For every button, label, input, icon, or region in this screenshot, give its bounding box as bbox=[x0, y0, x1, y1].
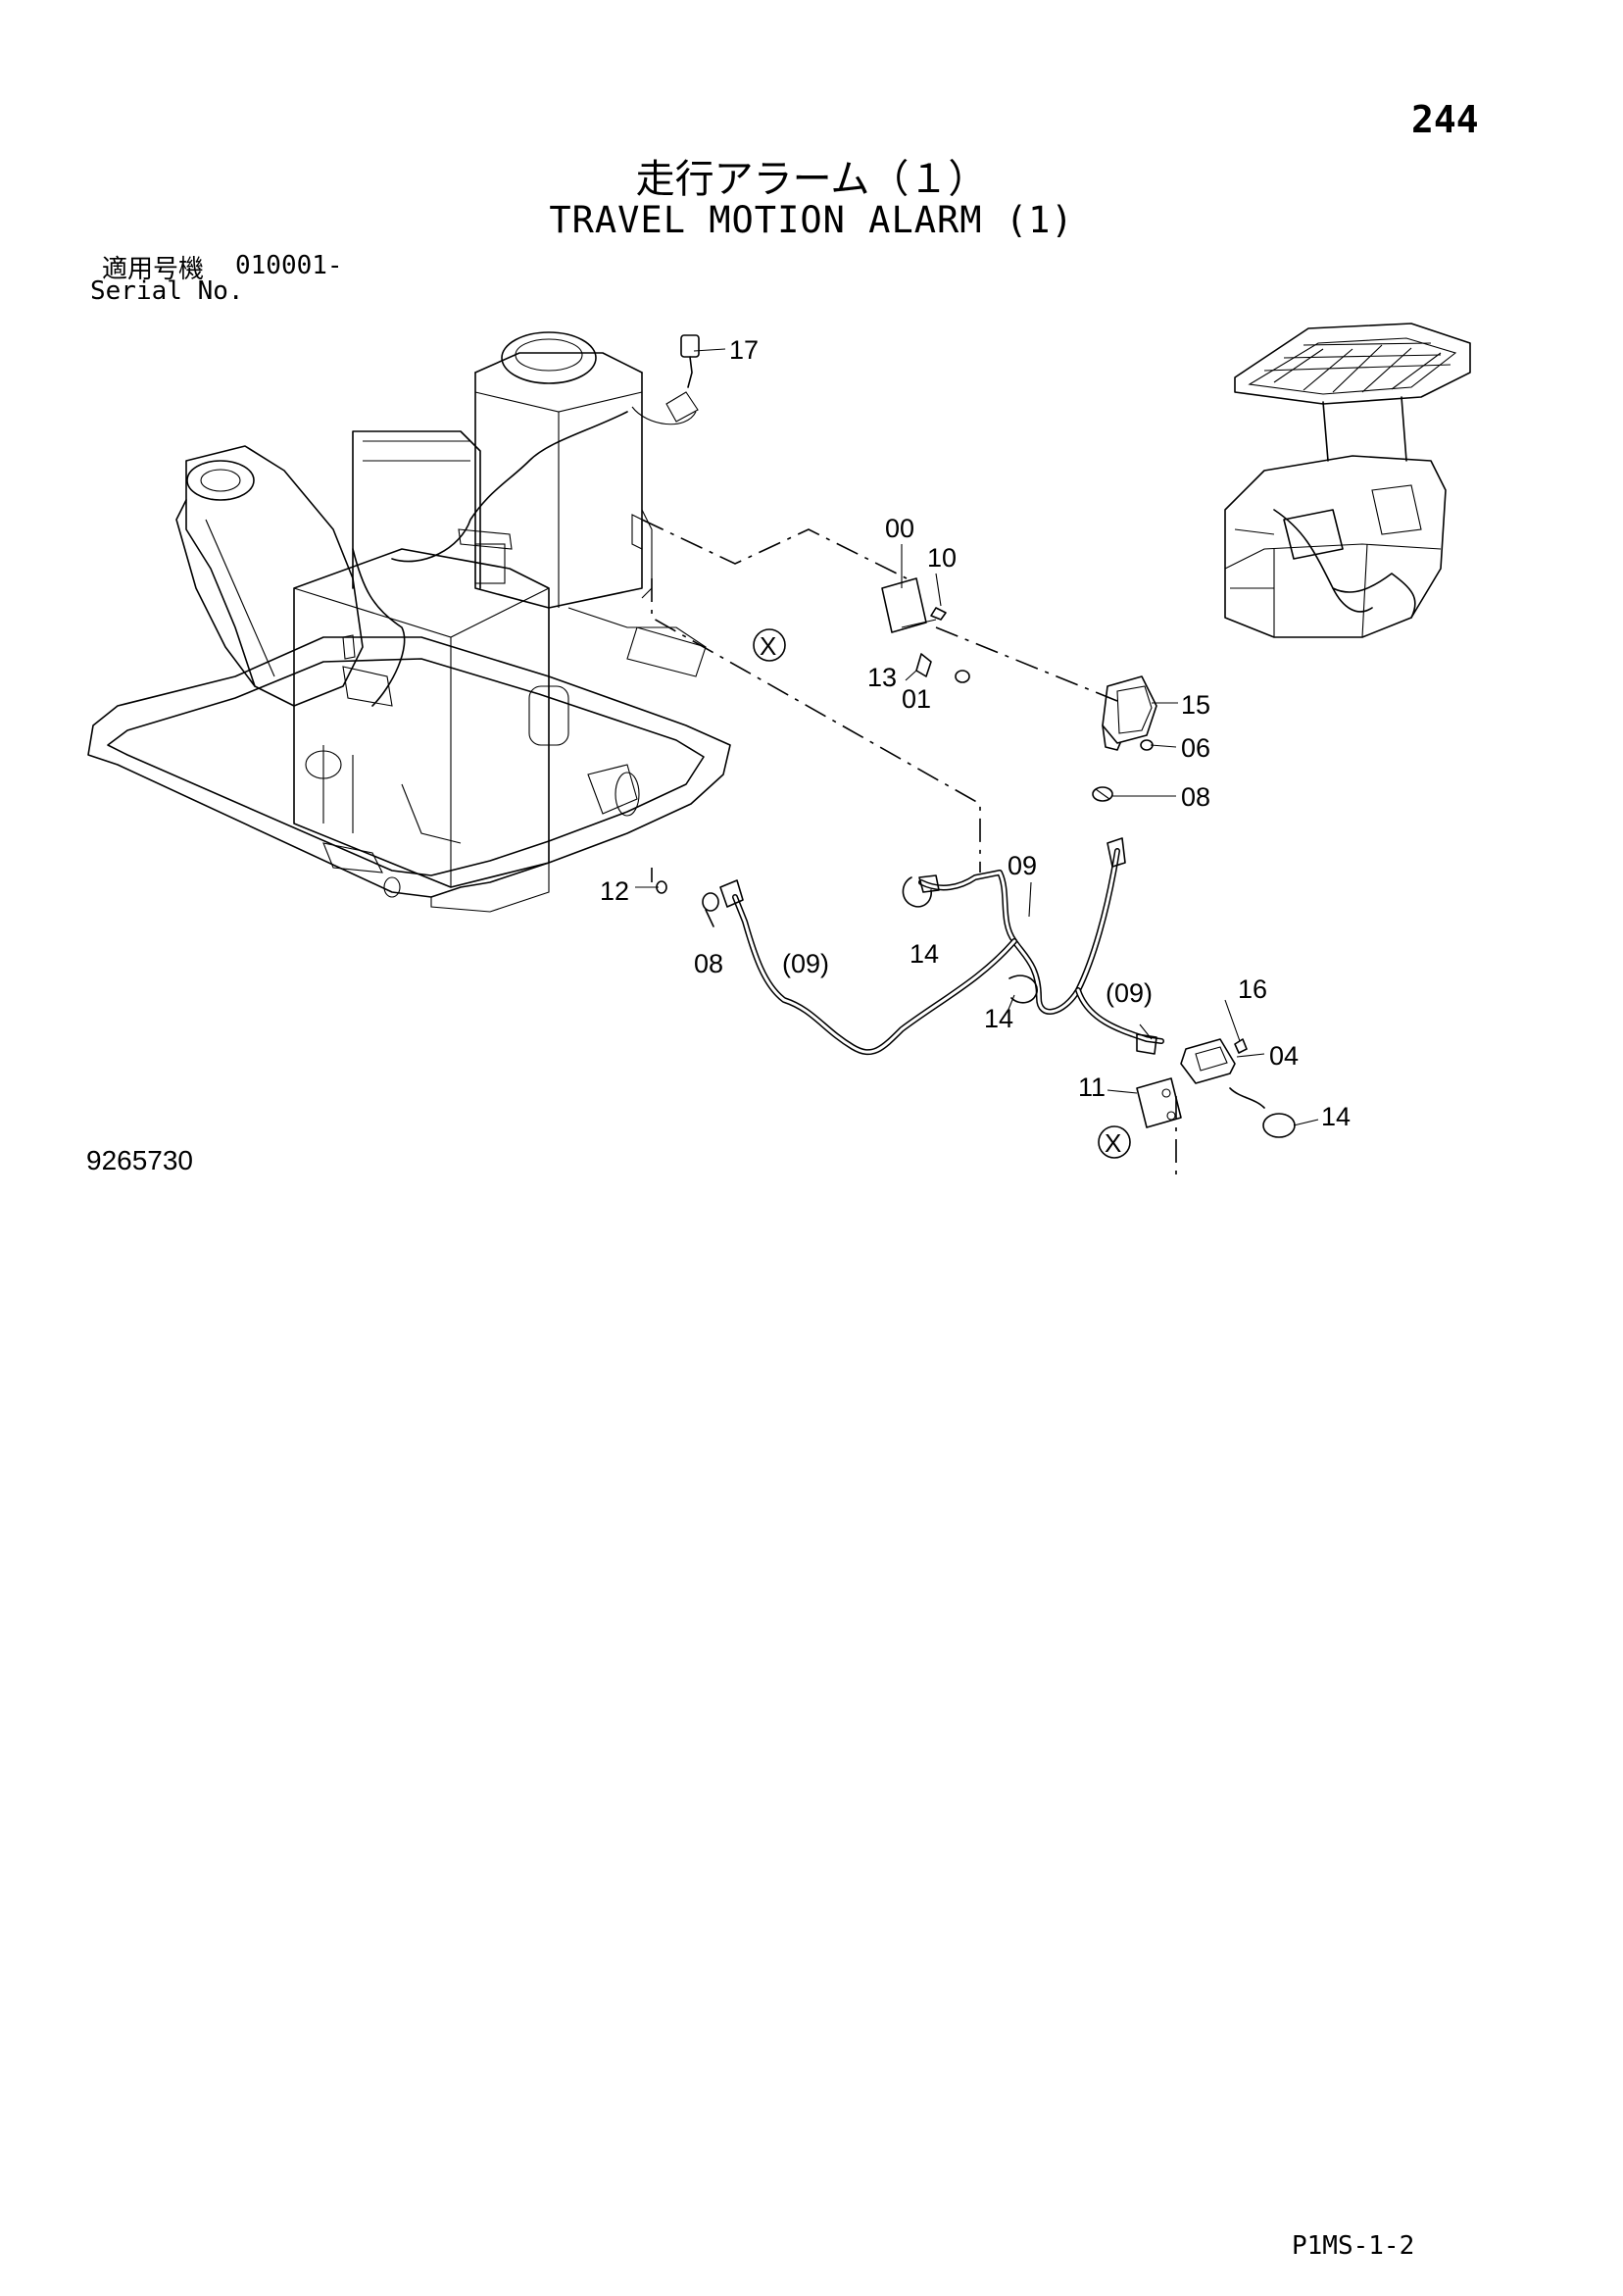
x-ref-label-bottom: X bbox=[1105, 1128, 1121, 1158]
drawing-number: 9265730 bbox=[86, 1145, 194, 1175]
callout-12: 12 bbox=[600, 876, 629, 906]
page-title-japanese: 走行アラーム（１） bbox=[635, 157, 988, 202]
callout-15: 15 bbox=[1181, 690, 1210, 720]
machine-frame-drawing bbox=[87, 331, 731, 913]
callout-09-paren-left: (09) bbox=[782, 949, 829, 978]
page-title-english: TRAVEL MOTION ALARM (1) bbox=[549, 199, 1074, 241]
serial-label-english: Serial No. bbox=[90, 276, 244, 306]
alarm-controller bbox=[1136, 1038, 1296, 1138]
callout-14-left: 14 bbox=[910, 939, 939, 969]
callout-09-paren-right: (09) bbox=[1106, 978, 1153, 1008]
callout-01: 01 bbox=[902, 684, 931, 714]
x-ref-label-top: X bbox=[760, 631, 776, 661]
footer-code: P1MS-1-2 bbox=[1292, 2231, 1415, 2261]
reference-circle-top: X bbox=[753, 628, 786, 662]
callout-17: 17 bbox=[729, 335, 759, 365]
inset-machine-view bbox=[1224, 323, 1471, 638]
reference-circle-bottom: X bbox=[1098, 1125, 1131, 1159]
bracket-assembly bbox=[881, 577, 970, 683]
callout-08-alarm: 08 bbox=[1181, 782, 1210, 812]
wire-harness bbox=[702, 837, 1164, 1056]
callout-13: 13 bbox=[867, 663, 897, 692]
serial-label-japanese: 適用号機 bbox=[102, 255, 205, 284]
callout-14-right: 14 bbox=[1321, 1102, 1351, 1131]
callout-numbers: 17 00 10 13 01 15 06 08 12 08 (09) 14 09… bbox=[600, 335, 1351, 1131]
callout-14-center: 14 bbox=[984, 1004, 1013, 1033]
callout-11: 11 bbox=[1078, 1073, 1106, 1102]
callout-08-harness: 08 bbox=[694, 949, 723, 978]
callout-00: 00 bbox=[885, 514, 914, 543]
callout-16: 16 bbox=[1238, 974, 1267, 1004]
serial-range: 010001- bbox=[235, 251, 343, 280]
callout-leaders bbox=[635, 334, 1319, 1126]
callout-10: 10 bbox=[927, 543, 957, 573]
page-number: 244 bbox=[1411, 98, 1479, 141]
callout-04: 04 bbox=[1269, 1041, 1299, 1071]
reference-dashed-lines bbox=[641, 519, 1177, 1176]
callout-09: 09 bbox=[1008, 851, 1037, 880]
callout-06: 06 bbox=[1181, 733, 1210, 763]
